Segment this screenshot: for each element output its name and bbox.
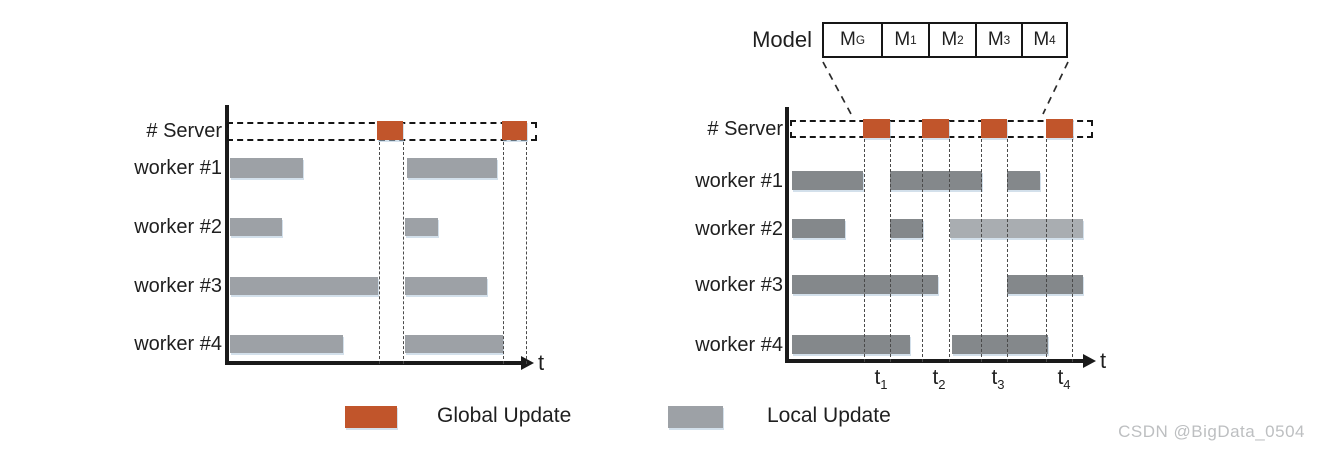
- local-update-bar: [230, 158, 303, 178]
- model-label: Model: [752, 27, 812, 52]
- global-update-bar: [922, 119, 949, 138]
- guide-line: [1007, 139, 1008, 362]
- server-label: # Server: [146, 120, 222, 142]
- time-axis-label: t: [1100, 348, 1107, 373]
- time-axis-arrowhead-icon: [521, 356, 534, 370]
- time-tick-label: t4: [1057, 366, 1071, 393]
- guide-line: [1046, 139, 1047, 362]
- global-update-swatch: [345, 406, 397, 428]
- time-axis-horizontal-line: [787, 359, 1083, 363]
- local-update-bar: [792, 219, 845, 238]
- worker-label: worker #2: [695, 217, 783, 240]
- worker-label: worker #4: [695, 333, 783, 356]
- local-update-bar: [950, 219, 1083, 238]
- time-axis-horizontal-line: [227, 361, 521, 365]
- local-update-bar: [890, 171, 982, 190]
- guide-line: [1072, 139, 1073, 362]
- worker-label: worker #4: [134, 333, 222, 355]
- local-update-label: Local Update: [767, 404, 891, 427]
- local-update-bar: [405, 335, 503, 353]
- time-axis-arrowhead-icon: [1083, 354, 1096, 368]
- global-update-bar: [377, 121, 403, 140]
- local-update-bar: [1007, 171, 1040, 190]
- worker-label: worker #3: [695, 273, 783, 296]
- guide-line: [403, 142, 404, 364]
- worker-label: worker #1: [134, 157, 222, 179]
- model-connector-dashed-line: [822, 61, 852, 115]
- guide-line: [526, 142, 527, 364]
- local-update-bar: [405, 218, 438, 236]
- local-update-bar: [405, 277, 487, 295]
- guide-line: [503, 142, 504, 364]
- global-update-bar: [1046, 119, 1073, 138]
- guide-line: [890, 139, 891, 362]
- time-axis-vertical-line: [225, 105, 229, 365]
- guide-line: [949, 139, 950, 362]
- local-update-bar: [407, 158, 497, 178]
- local-update-bar: [792, 275, 938, 294]
- local-update-swatch: [668, 406, 723, 428]
- local-update-bar: [230, 277, 378, 295]
- worker-label: worker #1: [695, 169, 783, 192]
- guide-line: [379, 142, 380, 364]
- local-update-bar: [230, 218, 282, 236]
- global-update-bar: [502, 121, 527, 140]
- global-update-label: Global Update: [437, 404, 572, 427]
- local-update-bar: [952, 335, 1048, 354]
- guide-line: [864, 139, 865, 362]
- local-update-bar: [792, 335, 910, 354]
- time-tick-label: t1: [874, 366, 888, 393]
- time-axis-vertical-line: [785, 107, 789, 363]
- global-update-bar: [981, 119, 1007, 138]
- model-connector-dashed-line: [1042, 61, 1069, 115]
- guide-line: [922, 139, 923, 362]
- time-axis-label: t: [538, 350, 545, 375]
- server-label: # Server: [707, 118, 783, 140]
- guide-line: [981, 139, 982, 362]
- time-tick-label: t3: [991, 366, 1005, 393]
- local-update-bar: [890, 219, 923, 238]
- worker-label: worker #3: [134, 275, 222, 297]
- local-update-bar: [1007, 275, 1083, 294]
- local-update-bar: [230, 335, 343, 353]
- local-update-bar: [792, 171, 863, 190]
- time-tick-label: t2: [932, 366, 946, 393]
- global-update-bar: [863, 119, 890, 138]
- worker-label: worker #2: [134, 216, 222, 238]
- watermark-text: CSDN @BigData_0504: [1118, 422, 1305, 441]
